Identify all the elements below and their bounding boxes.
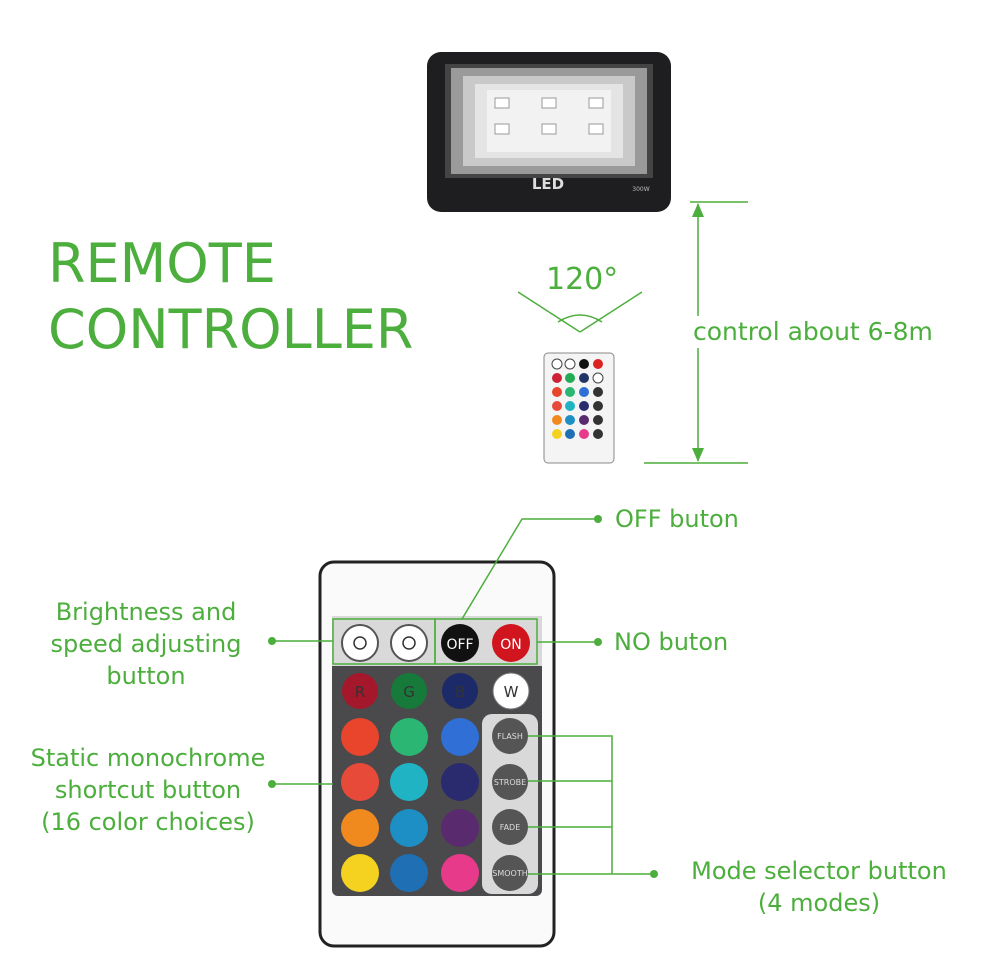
brightness-callout-line-3: button — [106, 662, 186, 690]
smooth-button[interactable] — [492, 855, 528, 891]
blue-button-label: B — [455, 683, 465, 701]
color-button[interactable] — [441, 763, 479, 801]
green-button-label: G — [403, 683, 415, 701]
color-button[interactable] — [341, 763, 379, 801]
color-button[interactable] — [390, 763, 428, 801]
static-color-callout: Static monochrome shortcut button (16 co… — [6, 742, 290, 838]
brightness-up-button[interactable] — [390, 624, 428, 662]
strobe-button[interactable] — [492, 764, 528, 800]
smooth-label: SMOOTH — [492, 869, 527, 878]
on-button[interactable] — [492, 624, 530, 662]
strobe-label: STROBE — [494, 778, 526, 787]
fade-label: FADE — [500, 823, 521, 832]
angle-diagram — [517, 291, 643, 333]
title-line-2: CONTROLLER — [48, 298, 414, 361]
fade-button[interactable] — [492, 809, 528, 845]
mode-callout-line-2: (4 modes) — [757, 889, 881, 917]
mode-selector-callout: Mode selector button (4 modes) — [664, 855, 974, 919]
color-button[interactable] — [390, 854, 428, 892]
color-button[interactable] — [390, 809, 428, 847]
color-button[interactable] — [341, 809, 379, 847]
title-line-1: REMOTE — [48, 232, 276, 295]
color-button[interactable] — [341, 854, 379, 892]
on-button-callout: NO buton — [614, 628, 729, 656]
static-callout-line-2: shortcut button — [54, 776, 242, 804]
on-button-label: ON — [500, 637, 522, 653]
remote-control: OFF ON R G B W FLASH STROBE FADE SMOOTH — [318, 560, 556, 948]
color-button[interactable] — [441, 809, 479, 847]
static-callout-line-3: (16 color choices) — [41, 808, 255, 836]
red-button[interactable] — [342, 673, 378, 709]
floodlight-wattage: 300W — [632, 186, 649, 193]
brightness-callout-line-1: Brightness and — [55, 598, 237, 626]
flash-button[interactable] — [492, 718, 528, 754]
color-button[interactable] — [341, 718, 379, 756]
white-button-label: W — [504, 683, 519, 701]
off-button-label: OFF — [446, 637, 473, 653]
red-button-label: R — [355, 683, 365, 701]
brightness-callout: Brightness and speed adjusting button — [30, 596, 262, 692]
off-button-callout: OFF buton — [615, 505, 739, 533]
angle-label: 120° — [546, 262, 619, 297]
mode-callout-line-1: Mode selector button — [691, 857, 947, 885]
brightness-down-button[interactable] — [341, 624, 379, 662]
blue-button[interactable] — [442, 673, 478, 709]
color-button[interactable] — [441, 718, 479, 756]
white-button[interactable] — [492, 672, 530, 710]
color-button[interactable] — [441, 854, 479, 892]
floodlight-brand: LED — [532, 175, 564, 193]
flash-label: FLASH — [497, 732, 523, 741]
small-remote-image — [543, 352, 615, 464]
static-callout-line-1: Static monochrome — [30, 744, 266, 772]
brightness-callout-line-2: speed adjusting — [50, 630, 242, 658]
led-floodlight-image: LED 300W — [427, 52, 671, 212]
off-button[interactable] — [441, 624, 479, 662]
distance-label: control about 6-8m — [692, 316, 934, 348]
green-button[interactable] — [391, 673, 427, 709]
color-button[interactable] — [390, 718, 428, 756]
